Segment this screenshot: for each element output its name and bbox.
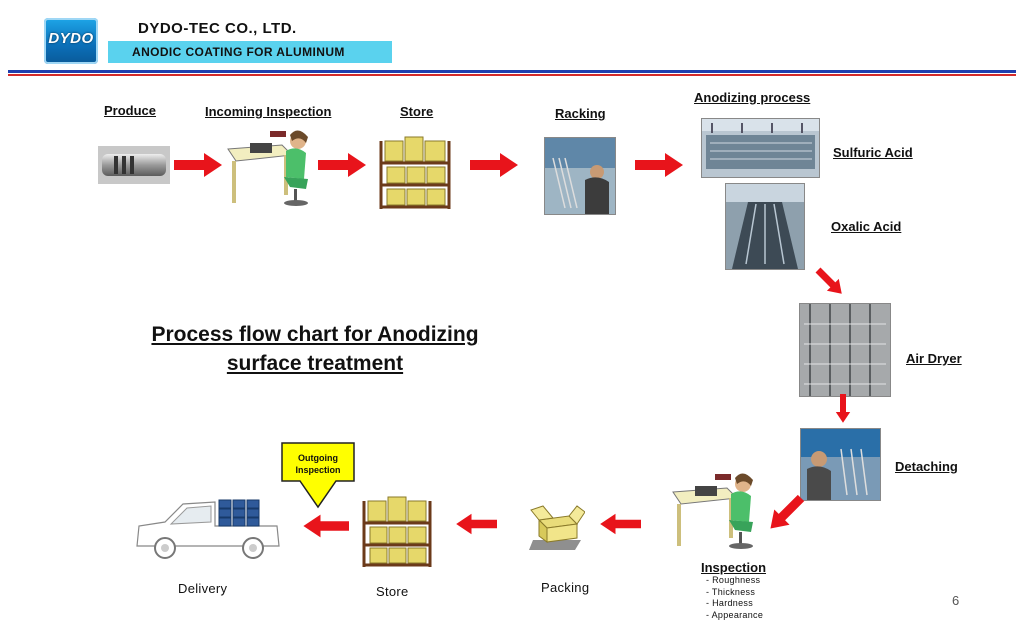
store-shelf-bottom-image xyxy=(362,496,432,567)
label-incoming-inspection: Incoming Inspection xyxy=(205,104,332,119)
arrow-right-icon xyxy=(318,153,366,177)
label-packing: Packing xyxy=(541,580,590,595)
arrow-down-icon xyxy=(835,394,851,423)
arrow-left-icon xyxy=(303,514,349,538)
tagline: ANODIC COATING FOR ALUMINUM xyxy=(132,45,345,59)
label-store-bottom: Store xyxy=(376,584,409,599)
label-produce: Produce xyxy=(104,103,157,118)
arrow-left-icon xyxy=(456,513,497,535)
label-oxalic-acid: Oxalic Acid xyxy=(831,219,902,234)
label-air-dryer: Air Dryer xyxy=(906,351,962,366)
label-sulfuric-acid: Sulfuric Acid xyxy=(833,145,913,160)
company-name: DYDO-TEC CO., LTD. xyxy=(138,20,297,37)
arrow-down-left-icon xyxy=(762,490,809,537)
label-inspection: Inspection xyxy=(701,560,767,575)
chart-title-line1: Process flow chart for Anodizing xyxy=(151,323,479,346)
sulfuric-acid-photo xyxy=(701,118,820,178)
detaching-photo xyxy=(800,428,881,501)
inspection-item: - Roughness xyxy=(706,575,761,585)
header-rule-red xyxy=(8,74,1016,76)
inspection-item: - Hardness xyxy=(706,598,754,608)
inspection-item: - Appearance xyxy=(706,609,764,620)
callout-line2: Inspection xyxy=(295,465,341,475)
racking-photo xyxy=(544,137,616,215)
arrow-right-icon xyxy=(174,153,222,177)
aluminum-part-image xyxy=(98,146,170,184)
chart-title-line2: surface treatment xyxy=(226,352,404,375)
logo-text: DYDO xyxy=(48,30,94,47)
label-detaching: Detaching xyxy=(895,459,958,474)
company-logo: DYDO xyxy=(44,18,98,64)
arrow-right-icon xyxy=(470,153,518,177)
outgoing-inspection-callout: Outgoing Inspection xyxy=(284,452,352,476)
callout-line1: Outgoing xyxy=(298,453,338,463)
inspection-items: - Roughness - Thickness - Hardness - App… xyxy=(706,575,763,621)
tagline-band: ANODIC COATING FOR ALUMINUM xyxy=(108,41,392,63)
inspection-desk-image xyxy=(227,130,308,206)
label-store-top: Store xyxy=(400,104,434,119)
inspection-item: - Thickness xyxy=(706,586,756,597)
label-delivery: Delivery xyxy=(178,581,228,596)
arrow-left-icon xyxy=(600,513,641,535)
chart-title: Process flow chart for Anodizing surface… xyxy=(100,320,530,378)
arrow-right-icon xyxy=(635,153,683,177)
arrow-down-icon xyxy=(812,264,848,300)
page-number: 6 xyxy=(952,593,960,608)
final-inspection-desk-image xyxy=(672,473,753,549)
oxalic-acid-photo xyxy=(725,183,805,270)
label-racking: Racking xyxy=(555,106,606,121)
label-anodizing-process: Anodizing process xyxy=(694,90,811,105)
store-shelf-image xyxy=(379,136,451,209)
delivery-truck-image xyxy=(136,499,280,559)
header-rule-blue xyxy=(8,70,1016,73)
packing-box-image xyxy=(529,505,585,550)
outgoing-inspection-callout-shape xyxy=(281,442,355,509)
air-dryer-photo xyxy=(799,303,891,397)
